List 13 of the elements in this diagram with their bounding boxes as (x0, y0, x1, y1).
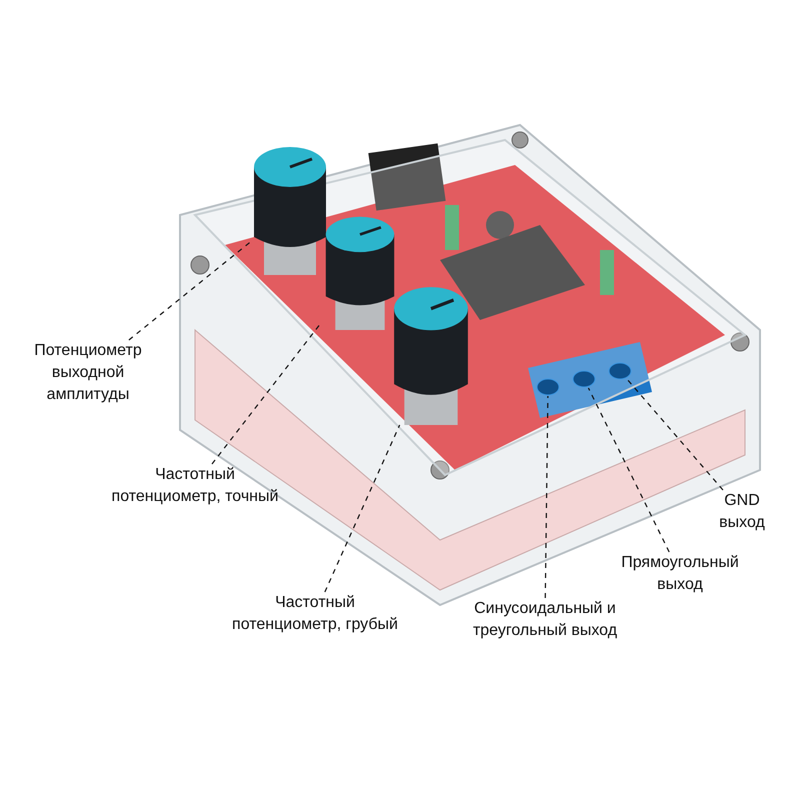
callout-text: GND выход (712, 490, 772, 534)
terminal-socket (608, 362, 632, 380)
callout-text: Потенциометр выходной амплитуды (28, 340, 148, 406)
callout-text: Прямоугольный выход (615, 552, 745, 596)
leader-line (128, 242, 250, 340)
leader-line (588, 388, 670, 552)
terminal-socket (572, 370, 596, 388)
leader-line (324, 424, 400, 592)
callout-text: Частотный потенциометр, грубый (225, 592, 405, 636)
callout-text: Частотный потенциометр, точный (105, 464, 285, 508)
callout-text: Синусоидальный и треугольный выход (470, 598, 620, 642)
leader-line (544, 396, 548, 598)
terminal-socket (536, 378, 560, 396)
